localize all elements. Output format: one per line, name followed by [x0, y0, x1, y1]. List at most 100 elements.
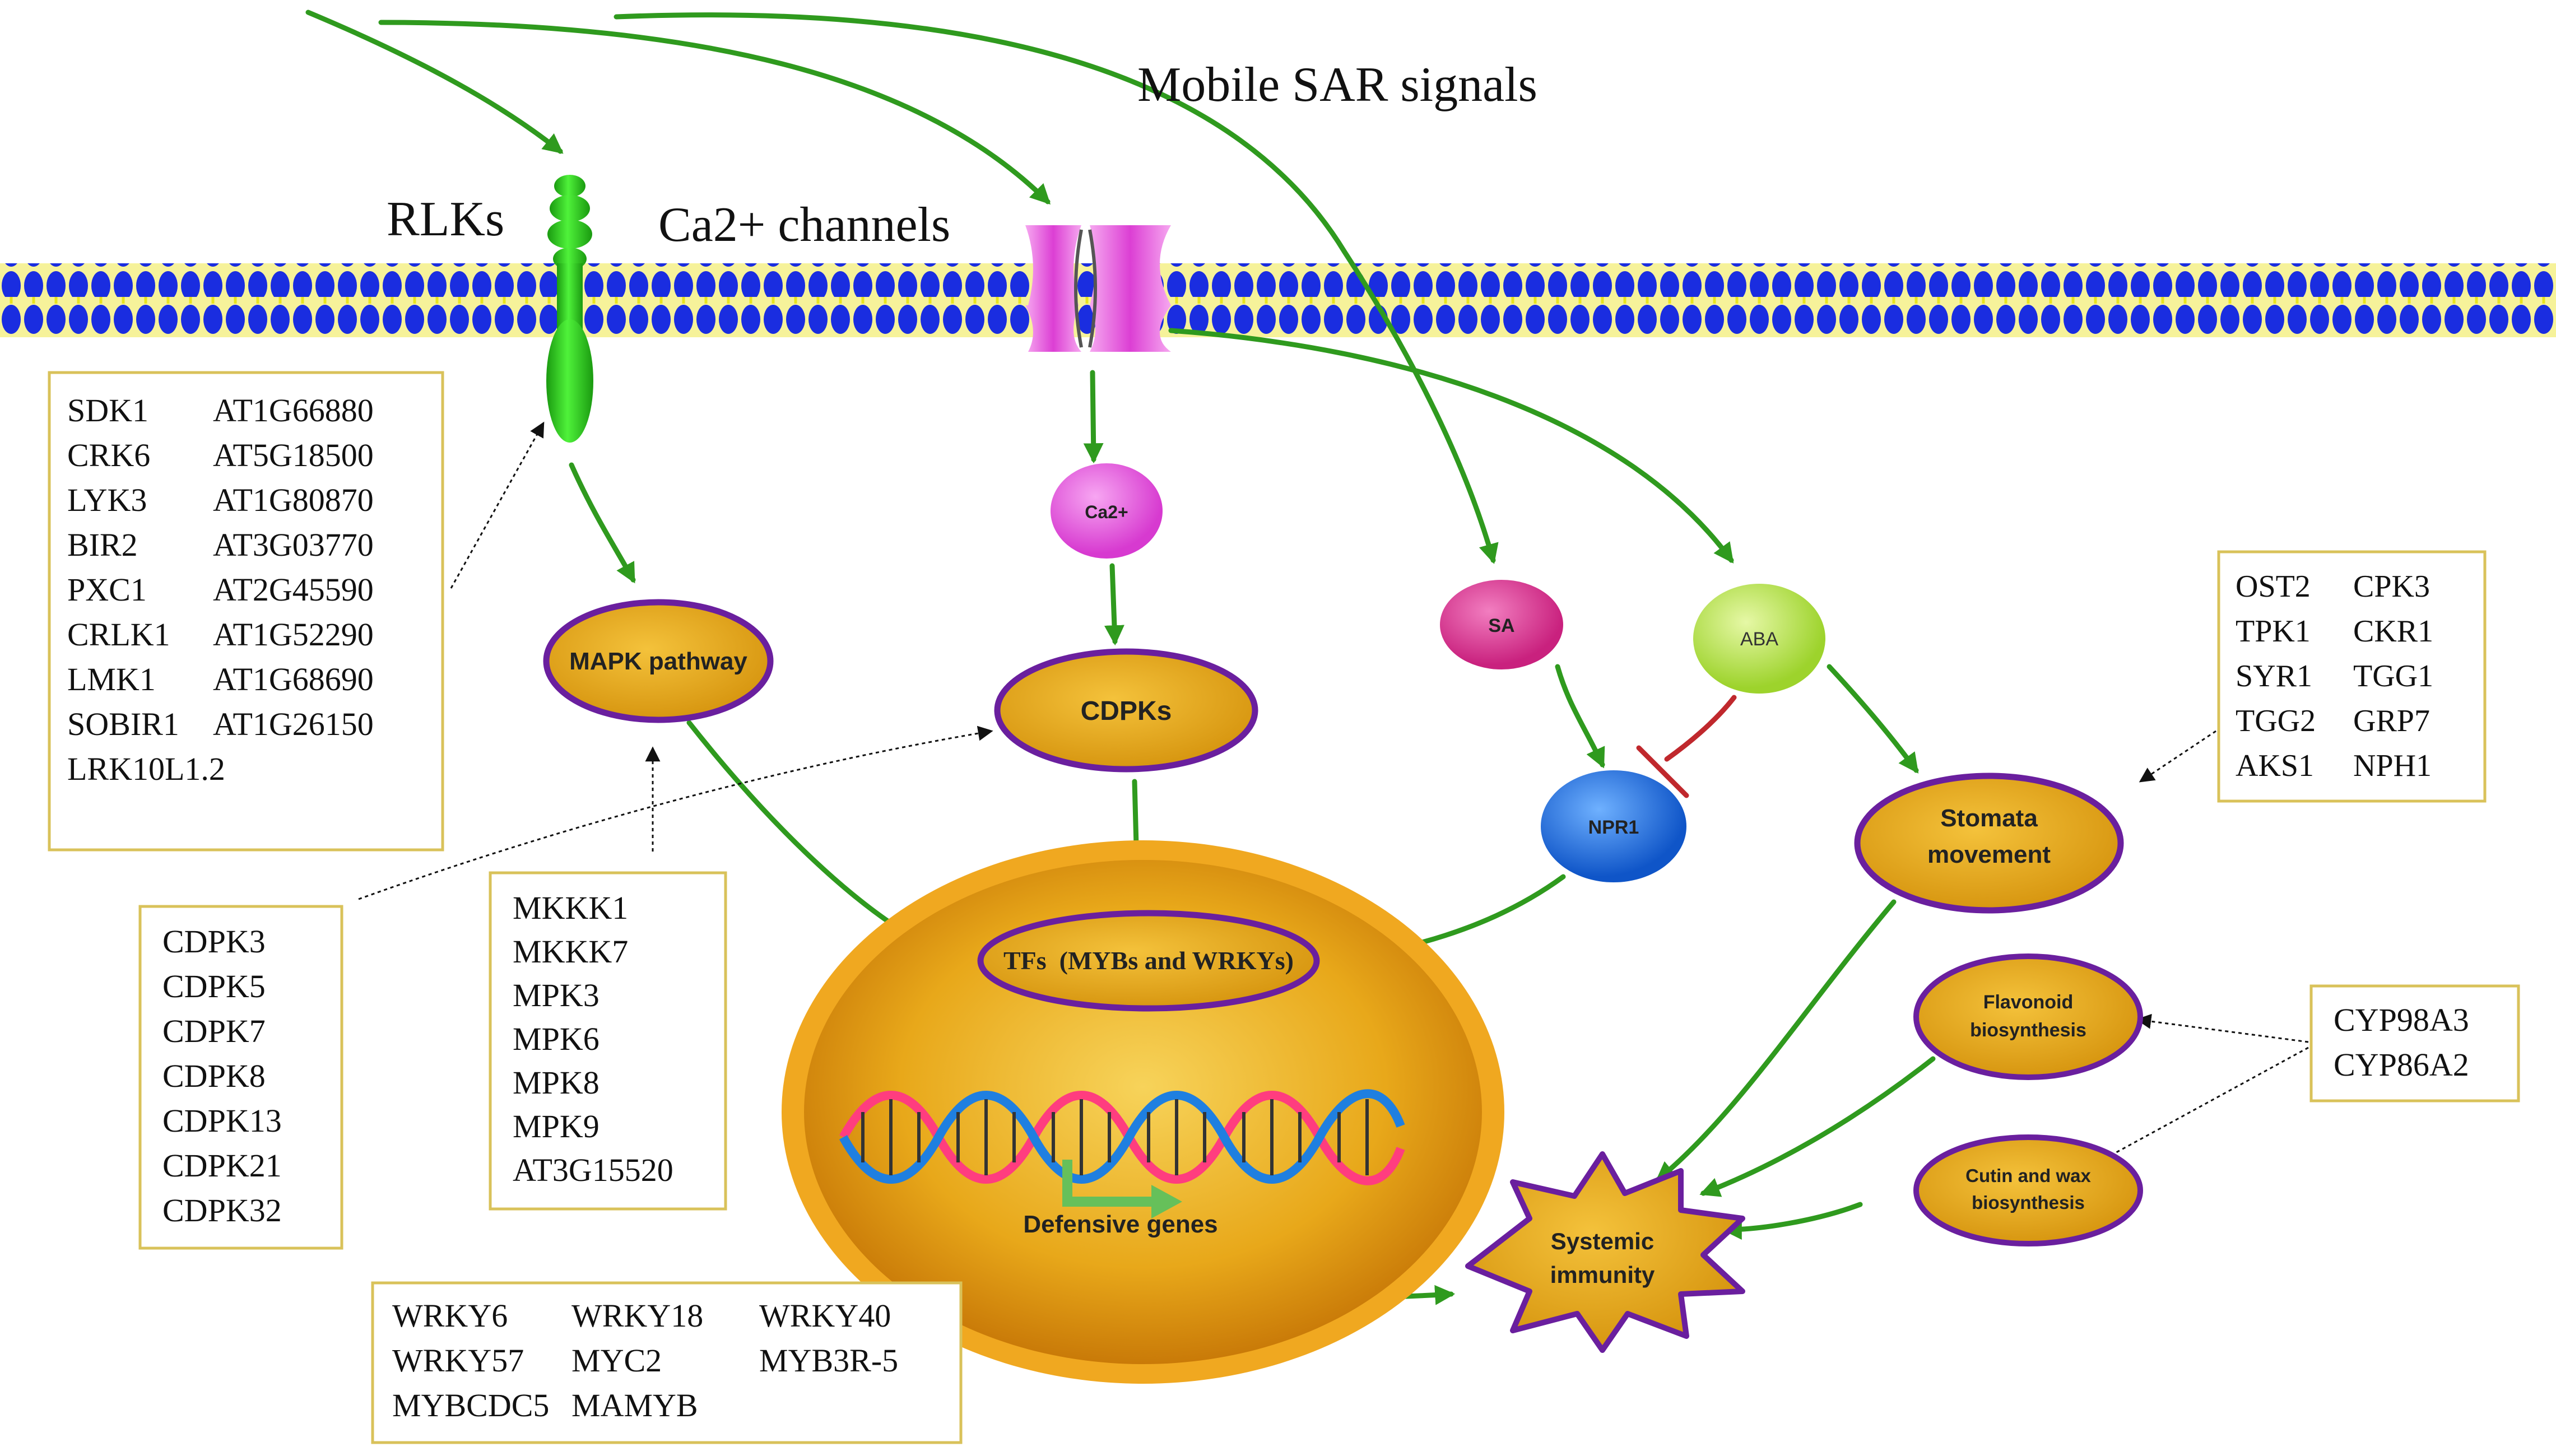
mobile-sar-label: Mobile SAR signals: [1137, 58, 1537, 112]
gene-name: MKKK1: [513, 890, 628, 926]
gene-name: LRK10L1.2: [67, 751, 225, 787]
stomata-label-line1: Stomata: [1940, 804, 2038, 832]
gene-name: MKKK7: [513, 933, 628, 970]
systemic-immunity-node: Systemic immunity: [1465, 1151, 1745, 1353]
gene-name: WRKY6: [392, 1297, 508, 1334]
gene-name: AT1G26150: [213, 706, 374, 742]
stomata-movement-node: Stomata movement: [1854, 773, 2124, 914]
gene-name: SOBIR1: [67, 706, 179, 742]
cutin-label-line1: Cutin and wax: [1965, 1165, 2091, 1186]
gene-name: CKR1: [2353, 614, 2433, 649]
gene-name: MYB3R-5: [759, 1342, 898, 1379]
gene-name: MPK6: [513, 1021, 600, 1057]
gene-name: AKS1: [2236, 748, 2314, 783]
gene-name: CYP98A3: [2334, 1002, 2469, 1038]
gene-name: AT3G15520: [513, 1152, 673, 1188]
gene-name: MPK8: [513, 1064, 600, 1101]
gene-name: CDPK8: [162, 1058, 266, 1094]
gene-name: GRP7: [2353, 704, 2430, 738]
aba-inhibits-npr1: [1636, 695, 1737, 798]
cutin-wax-node: Cutin and wax biosynthesis: [1913, 1134, 2143, 1246]
gene-name: CDPK7: [162, 1013, 266, 1049]
mapk-node: MAPK pathway: [543, 599, 774, 723]
gene-name: BIR2: [67, 527, 138, 563]
gene-name: NPH1: [2353, 748, 2432, 783]
rlks-label: RLKs: [387, 192, 504, 246]
gene-name: MPK9: [513, 1108, 600, 1145]
flavonoid-label-line1: Flavonoid: [1983, 992, 2074, 1013]
gene-name: WRKY57: [392, 1342, 524, 1379]
tfs-label: TFs (MYBs and WRKYs): [1003, 946, 1294, 975]
systemic-label-line2: immunity: [1550, 1262, 1655, 1288]
gene-name: AT2G45590: [213, 571, 374, 608]
gene-name: AT1G66880: [213, 392, 374, 429]
aba-label: ABA: [1740, 629, 1778, 650]
gene-name: TGG1: [2353, 659, 2433, 694]
systemic-label-line1: Systemic: [1551, 1228, 1654, 1254]
gene-name: MYBCDC5: [392, 1387, 549, 1424]
flavonoid-node: Flavonoid biosynthesis: [1913, 953, 2143, 1080]
gene-name: SDK1: [67, 392, 148, 429]
gene-name: CRK6: [67, 437, 150, 473]
dna-helix-icon: [839, 1089, 1405, 1185]
defensive-genes-label: Defensive genes: [1023, 1211, 1217, 1238]
gene-name: AT1G80870: [213, 482, 374, 518]
gene-name: TGG2: [2236, 704, 2316, 738]
gene-name: LMK1: [67, 661, 156, 697]
gene-box-connectors: [358, 421, 2309, 1166]
ca-ion-label: Ca2+: [1085, 502, 1128, 522]
gene-name: CYP86A2: [2334, 1046, 2469, 1083]
gene-name: MPK3: [513, 977, 600, 1013]
rlk-receptor-icon: [546, 175, 593, 443]
mapk-label: MAPK pathway: [569, 648, 747, 675]
tfs-node: TFs (MYBs and WRKYs): [977, 910, 1320, 1012]
aba-node: ABA: [1693, 584, 1825, 694]
gene-name: AT1G68690: [213, 661, 374, 697]
gene-name: AT5G18500: [213, 437, 374, 473]
cutin-label-line2: biosynthesis: [1972, 1192, 2085, 1213]
gene-name: WRKY18: [571, 1297, 703, 1334]
cdpks-label: CDPKs: [1081, 696, 1172, 726]
gene-name: OST2: [2236, 569, 2311, 604]
gene-name: CRLK1: [67, 616, 170, 653]
ca-channels-label: Ca2+ channels: [658, 198, 950, 252]
sa-node: SA: [1440, 580, 1563, 669]
sa-label: SA: [1488, 615, 1514, 636]
gene-name: CDPK3: [162, 923, 266, 960]
gene-name: CDPK32: [162, 1192, 282, 1229]
gene-name: AT3G03770: [213, 527, 374, 563]
flavonoid-label-line2: biosynthesis: [1970, 1020, 2086, 1041]
stomata-label-line2: movement: [1927, 841, 2051, 868]
gene-name: WRKY40: [759, 1297, 891, 1334]
gene-name: PXC1: [67, 571, 147, 608]
calcium-channel-icon: [1025, 225, 1171, 352]
gene-name: CDPK5: [162, 968, 266, 1004]
ca-ion-node: Ca2+: [1051, 463, 1163, 559]
cdpks-node: CDPKs: [994, 648, 1258, 773]
gene-name: TPK1: [2236, 614, 2311, 649]
transcription-arrow-icon: [1062, 1160, 1182, 1218]
gene-name: AT1G52290: [213, 616, 374, 653]
gene-name: CPK3: [2353, 569, 2430, 604]
gene-name: SYR1: [2236, 659, 2312, 694]
cell-membrane: [0, 263, 2556, 337]
gene-name: CDPK21: [162, 1147, 282, 1184]
gene-name: MYC2: [571, 1342, 662, 1379]
npr1-node: NPR1: [1541, 770, 1686, 882]
gene-name: LYK3: [67, 482, 147, 518]
gene-name: CDPK13: [162, 1103, 282, 1139]
gene-name: MAMYB: [571, 1387, 698, 1424]
